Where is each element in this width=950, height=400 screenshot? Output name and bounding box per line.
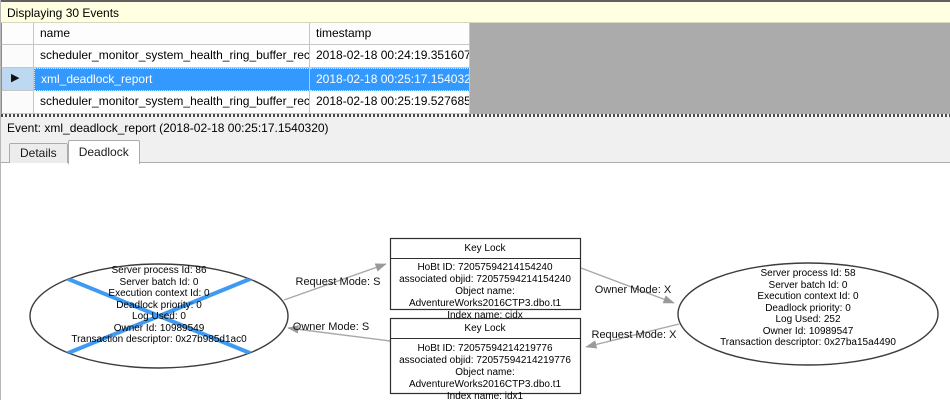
row-header-cell[interactable]: ▶ [1,68,34,91]
cell-timestamp[interactable]: 2018-02-18 00:25:17.1540320 [310,68,470,91]
selected-event-label: Event: xml_deadlock_report (2018-02-18 0… [1,117,950,139]
node-line: Server process Id: 86 [111,265,207,276]
resource-node-bottom[interactable]: HoBt ID: 72057594214219776 associated ob… [390,343,580,400]
node-line: associated objid: 72057594214154240 [399,274,571,285]
node-line: Deadlock priority: 0 [116,299,202,311]
cell-name[interactable]: xml_deadlock_report [34,68,310,91]
cell-name[interactable]: scheduler_monitor_system_health_ring_buf… [34,91,310,114]
deadlock-graph-canvas [29,237,939,395]
row-header-cell[interactable] [1,91,34,114]
row-header-cell[interactable] [1,45,34,68]
edge-label-request-x: Request Mode: X [591,329,677,341]
edge-label-request-s: Request Mode: S [295,276,381,288]
edge-owner-s [287,325,391,342]
node-line: HoBt ID: 72057594214154240 [417,262,553,273]
table-row-selected[interactable]: ▶ xml_deadlock_report 2018-02-18 00:25:1… [1,68,470,91]
process-node[interactable]: Server process Id: 58 Server batch Id: 0… [678,268,938,349]
cell-name[interactable]: scheduler_monitor_system_health_ring_buf… [34,45,310,68]
process-node-victim[interactable]: Server process Id: 86 Server batch Id: 0… [29,265,289,346]
node-line: Server process Id: 58 [760,268,856,279]
node-line: HoBt ID: 72057594214219776 [417,343,553,354]
edge-label-owner-s: Owner Mode: S [292,321,370,333]
column-header-timestamp[interactable]: timestamp [310,23,470,45]
node-line: Execution context Id: 0 [757,291,859,302]
grid-header-row: name timestamp [1,23,470,45]
node-line: Owner Id: 10989547 [762,325,854,337]
deadlock-graph: Server process Id: 86 Server batch Id: 0… [1,163,950,400]
node-line: Index name: cidx [447,310,523,321]
column-header-name[interactable]: name [34,23,310,45]
node-line: Owner Id: 10989549 [113,322,205,334]
edge-lines [283,263,680,349]
process-node-shape[interactable] [677,262,939,366]
edge-owner-x [580,267,675,304]
node-line: Server batch Id: 0 [768,279,848,291]
node-line: Object name: AdventureWorks2016CTP3.dbo.… [408,367,562,390]
node-line: associated objid: 72057594214219776 [399,355,571,366]
deadlock-tab-pane: Server process Id: 86 Server batch Id: 0… [1,162,950,400]
table-row[interactable]: scheduler_monitor_system_health_ring_buf… [1,45,470,68]
node-line: Transaction descriptor: 0x27ba15a4490 [720,337,896,348]
edge-request-s [283,263,387,301]
cell-timestamp[interactable]: 2018-02-18 00:24:19.3516078 [310,45,470,68]
resource-node-bottom-shape[interactable] [389,317,582,395]
resource-bottom-title: Key Lock [464,323,506,334]
grid-corner-cell[interactable] [1,23,34,45]
tab-details[interactable]: Details [9,143,68,163]
tab-deadlock[interactable]: Deadlock [67,140,140,164]
resource-node-top[interactable]: HoBt ID: 72057594214154240 associated ob… [390,262,580,322]
edge-request-x [585,323,680,349]
node-line: Log Used: 252 [775,314,841,325]
node-line: Execution context Id: 0 [108,288,210,299]
resource-top-title: Key Lock [464,243,506,254]
node-line: Log Used: 0 [132,311,186,322]
resource-node-top-shape[interactable] [389,237,582,311]
events-grid: name timestamp scheduler_monitor_system_… [1,23,950,114]
cell-timestamp[interactable]: 2018-02-18 00:25:19.5276859 [310,91,470,114]
detail-tabstrip: Details Deadlock [1,139,950,164]
table-row[interactable]: scheduler_monitor_system_health_ring_buf… [1,91,470,114]
pane-splitter[interactable] [1,114,950,117]
node-line: Index name: idx1 [446,391,524,400]
row-selector-icon: ▶ [11,72,20,84]
node-line: Deadlock priority: 0 [765,302,851,314]
node-line: Transaction descriptor: 0x27b985d1ac0 [71,334,247,345]
events-count-banner: Displaying 30 Events [1,0,950,23]
node-line: Server batch Id: 0 [119,276,199,288]
node-line: Object name: AdventureWorks2016CTP3.dbo.… [408,286,562,309]
edge-label-owner-x: Owner Mode: X [594,284,672,296]
